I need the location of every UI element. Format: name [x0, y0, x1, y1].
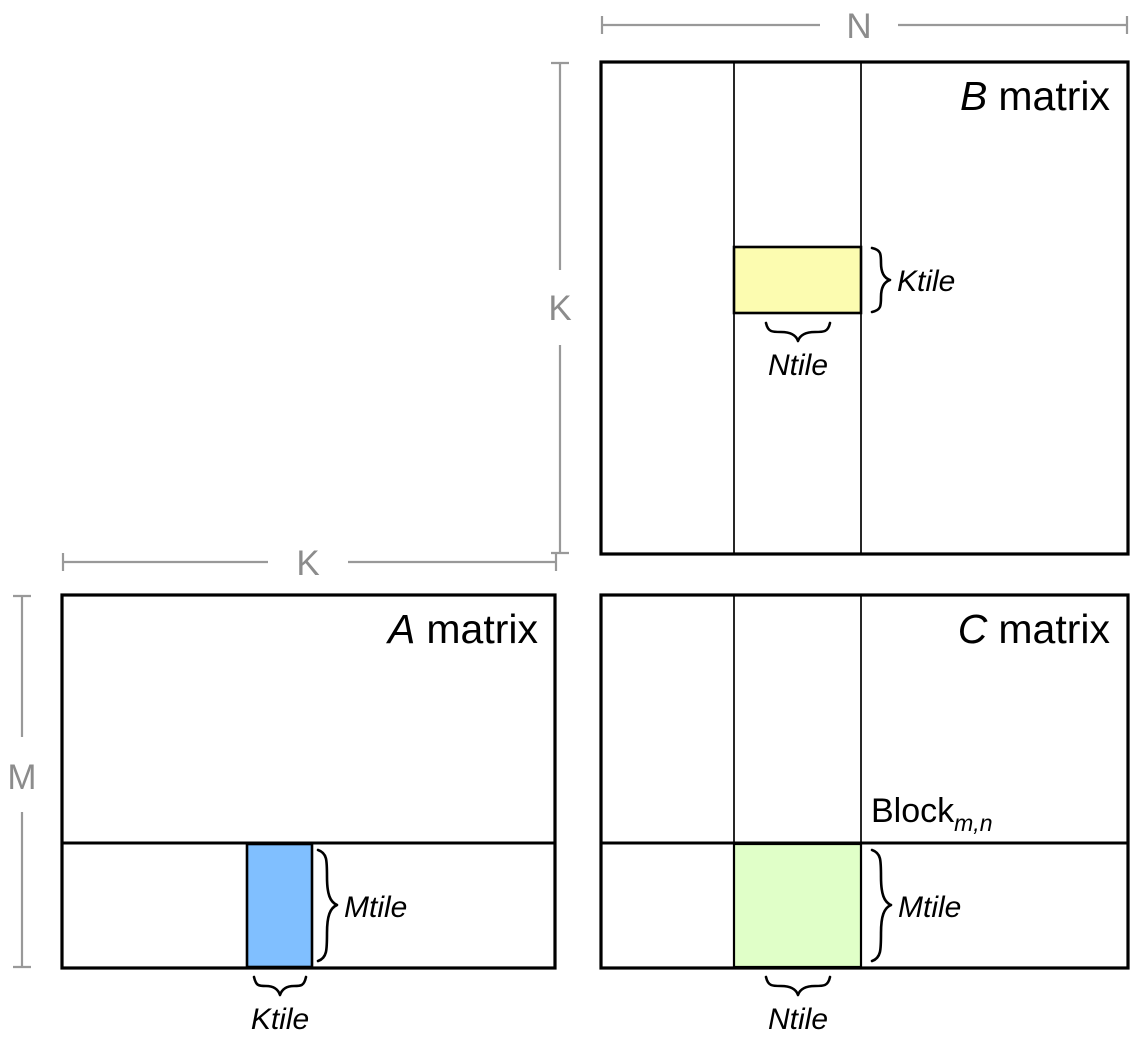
brace-c-mtile-label: Mtile [898, 891, 961, 924]
matrix-c-block-text: Block [871, 792, 955, 830]
matrix-b-name: B [960, 73, 987, 119]
brace-b-ktile-curve [870, 246, 892, 314]
matrix-a-active-tile [245, 842, 314, 969]
brace-b-ntile-label: Ntile [768, 349, 828, 382]
matrix-a-word: matrix [426, 606, 538, 652]
dimension-k-vertical-label: K [548, 289, 571, 328]
brace-a-ktile-curve [252, 975, 308, 997]
dimension-n-label: N [846, 7, 871, 46]
brace-c-ntile: Ntile [764, 975, 832, 1036]
brace-b-ktile-label: Ktile [897, 265, 955, 298]
brace-c-ntile-curve [764, 975, 832, 997]
matrix-c-active-tile [732, 842, 863, 969]
brace-c-mtile: Mtile [870, 848, 961, 963]
brace-a-mtile-curve [316, 848, 339, 963]
matrix-b-active-tile [732, 245, 863, 315]
brace-a-mtile-label: Mtile [344, 891, 407, 924]
dimension-m-label: M [7, 758, 36, 797]
matrix-a-name: A [385, 606, 415, 652]
brace-b-ntile-curve [764, 321, 832, 343]
brace-a-mtile: Mtile [316, 848, 407, 963]
brace-b-ktile: Ktile [870, 246, 955, 314]
brace-a-ktile-label: Ktile [251, 1003, 309, 1036]
dimension-m: M [7, 594, 37, 969]
matrix-c-block-label: Blockm,n [871, 792, 992, 836]
brace-b-ntile: Ntile [764, 321, 832, 382]
brace-a-ktile: Ktile [251, 975, 309, 1036]
brace-c-ntile-label: Ntile [768, 1003, 828, 1036]
dimension-k-horizontal-label: K [296, 544, 319, 583]
dimension-k-horizontal: K [61, 544, 558, 583]
matrix-c-word: matrix [998, 606, 1110, 652]
dimension-k-vertical: K [548, 61, 572, 555]
matrix-b-outline [599, 60, 1130, 556]
brace-c-mtile-curve [870, 848, 893, 963]
matrix-b-word: matrix [998, 73, 1110, 119]
dimension-n: N [600, 7, 1129, 46]
matrix-c-block-subscript: m,n [954, 810, 992, 836]
matrix-c-name: C [958, 606, 988, 652]
matrix-c-outline [599, 593, 1130, 970]
